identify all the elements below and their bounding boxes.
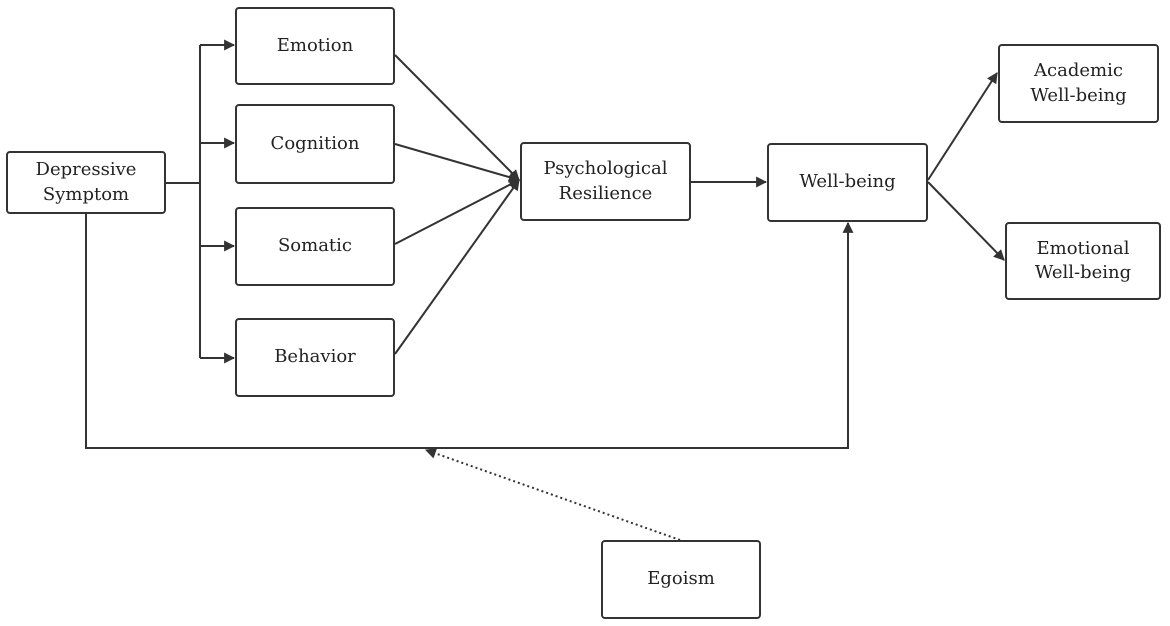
- cognition-label: Cognition: [270, 132, 360, 154]
- edge-wellbeing-to-academic: [927, 72, 998, 181]
- egoism-label: Egoism: [647, 568, 715, 590]
- emotional-well-being-node: Emotional Well-being: [1005, 222, 1161, 300]
- edge-emotion-to-resilience: [394, 54, 520, 181]
- psychological-resilience-label: Psychological Resilience: [543, 158, 668, 204]
- emotion-label: Emotion: [276, 34, 354, 56]
- cognition-node: Cognition: [235, 104, 395, 184]
- somatic-label: Somatic: [277, 235, 353, 257]
- academic-well-being-node: Academic Well-being: [998, 44, 1159, 123]
- academic-well-being-label: Academic Well-being: [1030, 60, 1127, 106]
- well-being-label: Well-being: [799, 171, 896, 193]
- edge-egoism-moderation: [424, 448, 681, 541]
- edge-somatic-to-resilience: [394, 179, 520, 245]
- emotional-well-being-label: Emotional Well-being: [1034, 237, 1132, 283]
- psychological-resilience-node: Psychological Resilience: [520, 142, 691, 221]
- depressive-symptom-node: Depressive Symptom: [6, 151, 166, 214]
- emotion-node: Emotion: [235, 7, 395, 85]
- egoism-node: Egoism: [601, 540, 761, 619]
- behavior-label: Behavior: [274, 346, 356, 368]
- well-being-node: Well-being: [767, 143, 928, 222]
- edge-cognition-to-resilience: [394, 143, 521, 183]
- somatic-node: Somatic: [235, 207, 395, 286]
- edge-behavior-to-resilience: [394, 179, 520, 355]
- edge-depressive-to-wellbeing: [85, 214, 854, 449]
- behavior-node: Behavior: [235, 318, 395, 397]
- edge-wellbeing-to-emotional: [927, 181, 1005, 261]
- depressive-symptom-label: Depressive Symptom: [35, 159, 137, 205]
